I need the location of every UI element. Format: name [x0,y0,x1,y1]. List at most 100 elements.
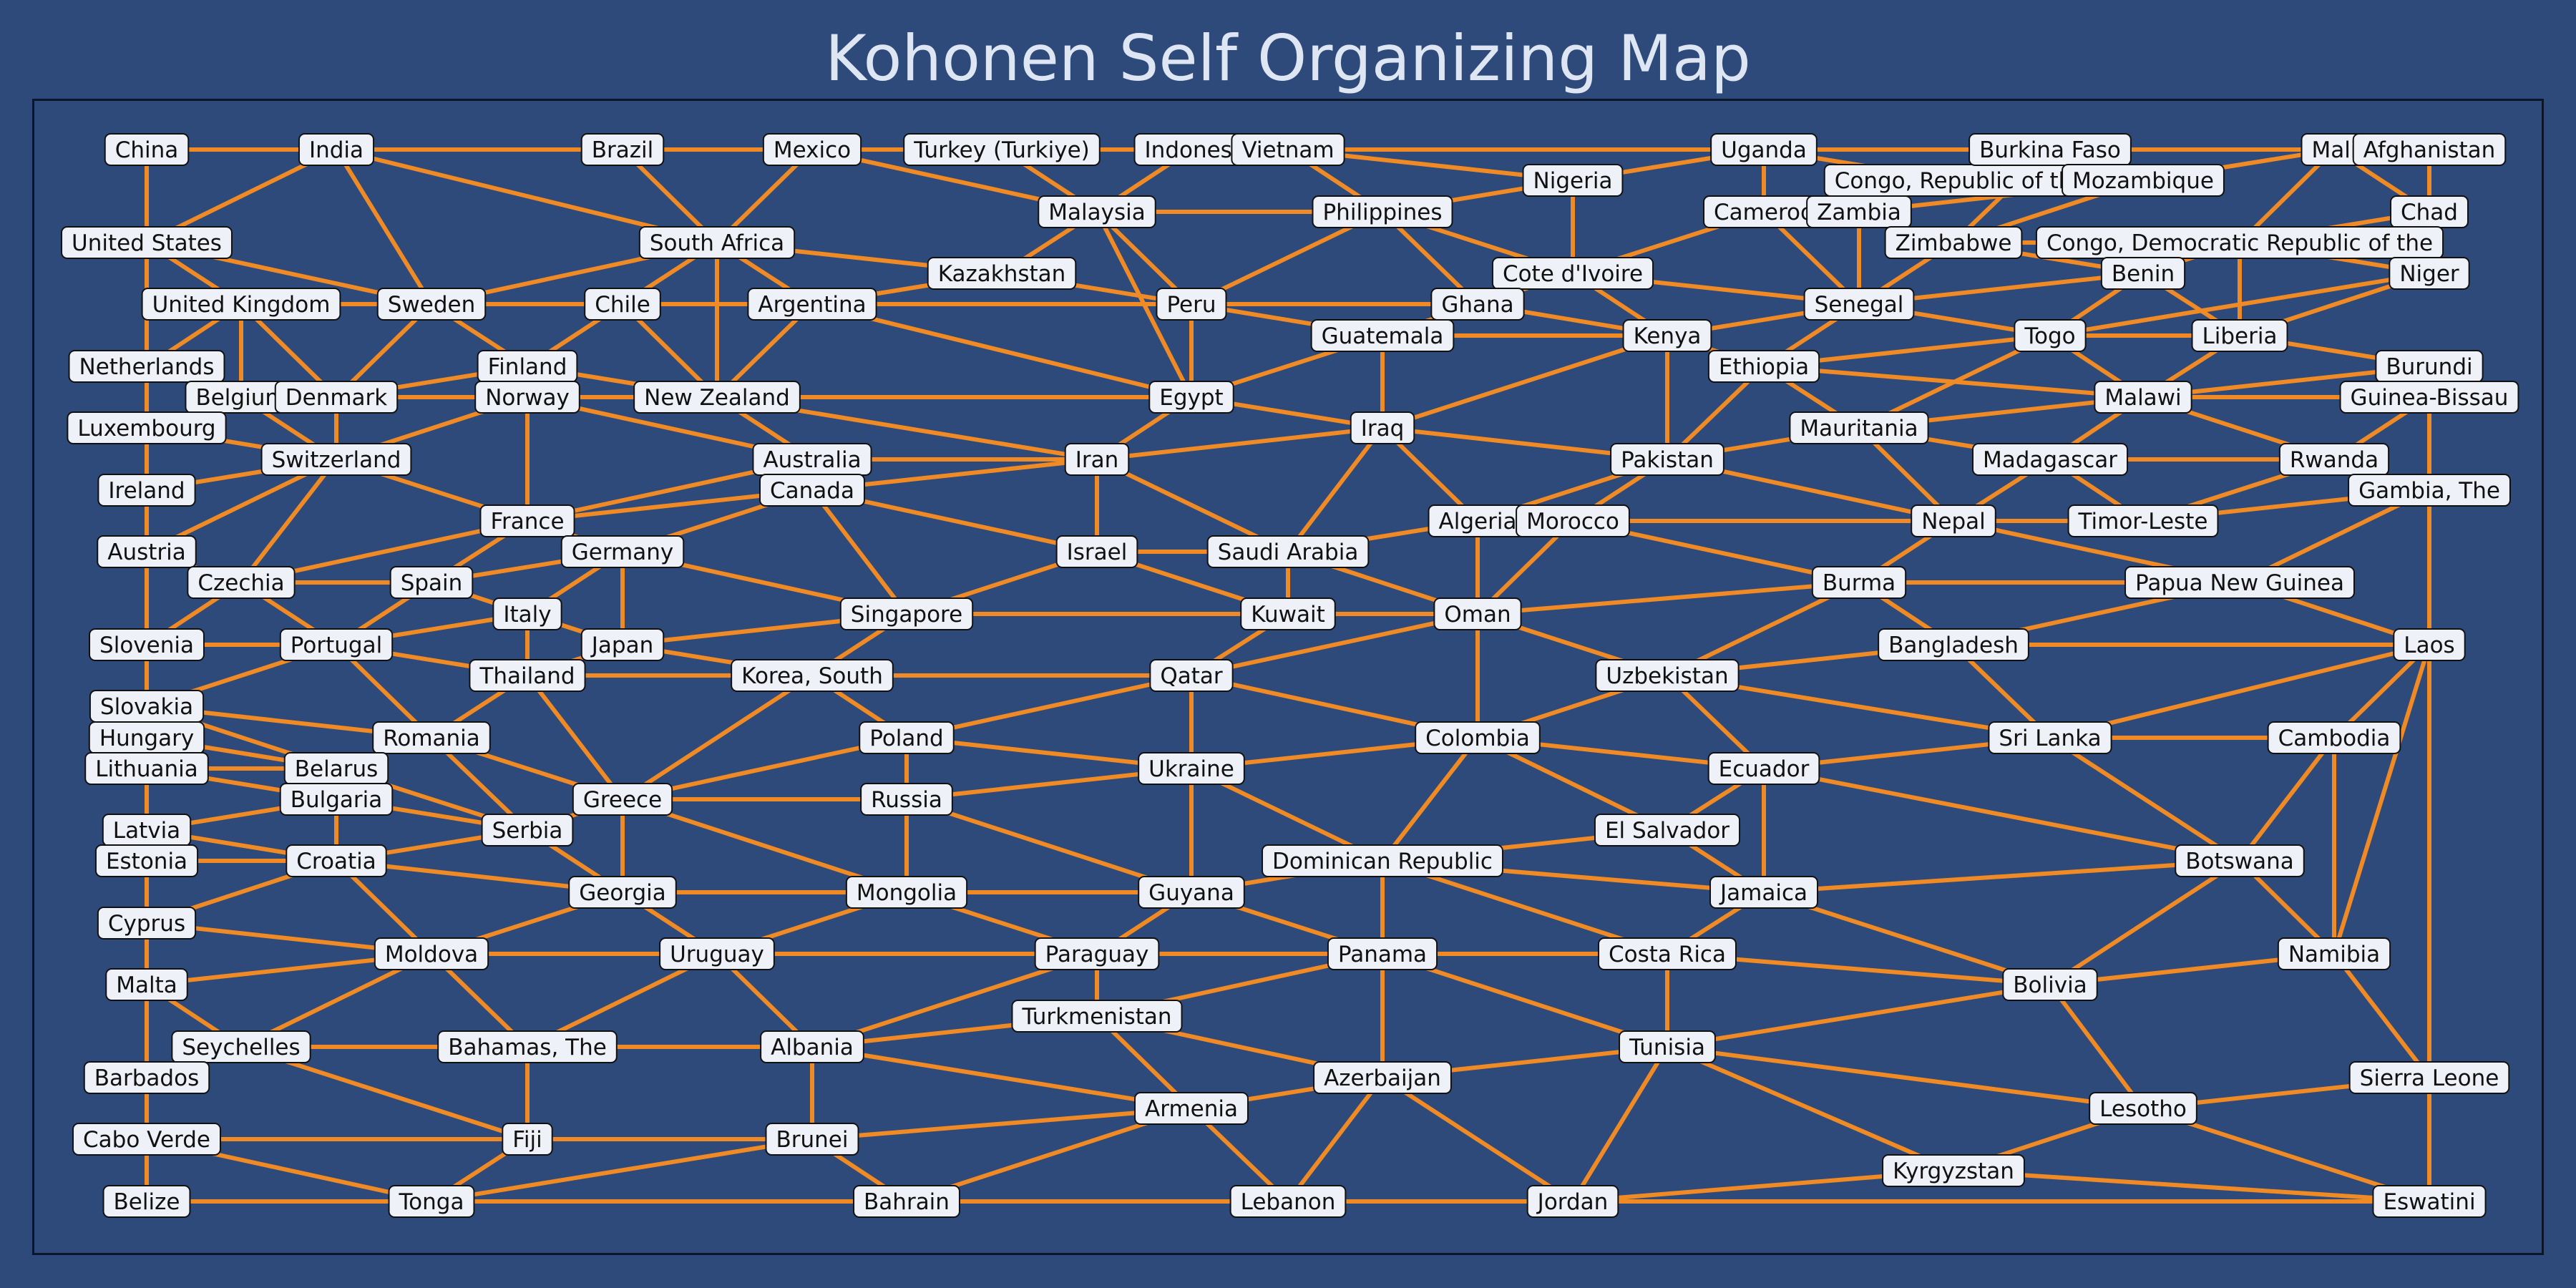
node-label: Austria [107,540,186,565]
node-label: Costa Rica [1609,942,1726,967]
node-box [572,783,673,816]
node-box [279,628,394,661]
node-slovakia: Slovakia [89,690,205,723]
node-label: Niger [2399,261,2459,287]
node-malawi: Malawi [2094,381,2192,414]
node-label: Serbia [492,818,563,844]
node-label: Mongolia [857,880,957,906]
node-label: Kyrgyzstan [1893,1158,2014,1184]
node-label: Denmark [286,385,388,411]
node-madagascar: Madagascar [1971,443,2129,476]
node-eswatini: Eswatini [2372,1185,2487,1218]
node-burundi: Burundi [2375,350,2484,383]
node-label: Sweden [388,292,476,318]
node-ethiopia: Ethiopia [1707,350,1820,383]
node-box [859,721,955,754]
node-box [659,937,775,970]
node-burkina: Burkina Faso [1968,133,2132,166]
node-box [479,504,575,537]
node-label: France [490,509,564,535]
node-label: Spain [401,570,463,596]
node-mali: Mali [2301,133,2368,166]
node-box [83,1061,210,1094]
node-box [1619,1030,1716,1063]
node-box [1134,1092,1249,1125]
node-iraq: Iraq [1350,411,1415,444]
edge-azerbaijan-lebanon [1286,1075,1385,1204]
edge-korea-greece [620,673,814,801]
node-label: Korea, South [741,663,883,689]
node-label: Ireland [108,478,185,504]
node-label: Cote d'Ivoire [1503,261,1643,287]
node-box [72,1123,221,1156]
node-label: Lebanon [1241,1189,1336,1215]
node-box [2002,968,2098,1001]
node-caboverde: Cabo Verde [72,1123,221,1156]
node-box [760,1030,864,1063]
node-box [1789,411,1929,444]
edge-thailand-greece [525,673,625,801]
edge-bolivia-lesotho [2048,982,2145,1111]
node-namibia: Namibia [2277,937,2391,970]
node-mongolia: Mongolia [845,876,968,909]
node-label: Israel [1067,540,1128,565]
node-portugal: Portugal [279,628,394,661]
node-box [376,288,487,321]
node-label: Lithuania [95,756,198,782]
edge-azerbaijan-jordan [1380,1075,1575,1204]
node-qatar: Qatar [1149,659,1234,692]
node-latvia: Latvia [102,814,192,847]
node-box [97,907,197,940]
map-title: Kohonen Self Organizing Map [825,21,1751,95]
node-label: China [115,137,179,163]
node-box [1064,443,1130,476]
node-box [1430,288,1525,321]
node-box [1011,1000,1183,1033]
node-label: Albania [771,1035,854,1060]
node-label: Guinea-Bissau [2351,385,2509,411]
node-label: Oman [1444,602,1511,628]
node-canada: Canada [759,474,865,507]
edge-india-sweden [334,147,434,306]
node-costarica: Costa Rica [1598,937,1737,970]
node-box [1231,133,1345,166]
node-label: Canada [770,478,854,504]
node-brazil: Brazil [580,133,665,166]
edge-kyrgyzstan-eswatini [1951,1169,2431,1204]
node-box [1707,752,1820,785]
node-box [853,1185,960,1218]
node-korea: Korea, South [731,659,894,692]
node-label: Ghana [1441,292,1513,318]
node-box [260,443,412,476]
node-box [2089,1092,2197,1125]
node-laos: Laos [2393,628,2466,661]
node-label: Turkmenistan [1021,1004,1171,1030]
node-label: Slovenia [99,633,194,658]
node-label: Georgia [579,880,666,906]
node-box [492,597,562,630]
node-label: Guyana [1148,880,1234,906]
node-label: Bahrain [864,1189,950,1215]
node-box [2035,226,2444,259]
node-zambia: Zambia [1806,195,1912,228]
node-box [105,968,188,1001]
node-box [2124,566,2355,599]
node-norway: Norway [474,381,580,414]
node-label: Afghanistan [2363,137,2496,163]
node-box [1594,814,1741,847]
node-barbados: Barbados [83,1061,210,1094]
node-box [1806,195,1912,228]
node-box [1415,721,1541,754]
node-label: Madagascar [1983,447,2117,473]
node-kuwait: Kuwait [1240,597,1336,630]
node-box [2014,319,2087,352]
node-label: Belgium [195,385,286,411]
node-box [1350,411,1415,444]
node-box [437,1030,618,1063]
edge-namibia-sierraleone [2332,952,2431,1080]
node-box [633,381,801,414]
node-label: Ukraine [1148,756,1234,782]
node-label: Congo, Democratic Republic of the [2046,230,2433,256]
node-zimbabwe: Zimbabwe [1884,226,2023,259]
node-japan: Japan [580,628,665,661]
